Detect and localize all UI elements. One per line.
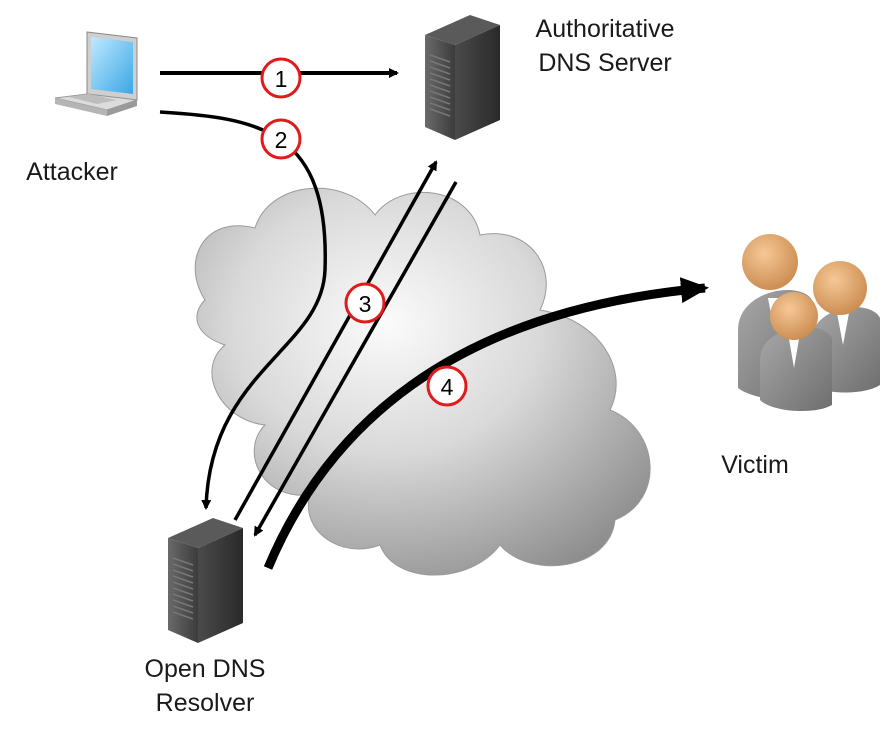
arrow-step-4	[263, 277, 709, 570]
resolver-label-line2: Resolver	[155, 689, 255, 717]
resolver-label: Open DNS Resolver	[115, 652, 295, 720]
victim-label: Victim	[700, 448, 810, 482]
step-badge-4: 4	[426, 365, 468, 407]
laptop-icon	[54, 31, 138, 116]
arrow-step-3-up	[233, 160, 438, 521]
step-badge-3: 3	[344, 282, 386, 324]
auth-server-label-line2: DNS Server	[538, 49, 672, 77]
resolver-label-line1: Open DNS	[144, 655, 266, 683]
step-number: 1	[275, 66, 288, 92]
victim-label-text: Victim	[721, 451, 789, 479]
step-badge-2: 2	[260, 118, 302, 160]
user-group-icon	[738, 234, 880, 412]
arrow-step-2	[159, 110, 327, 510]
auth-server-label-line1: Authoritative	[535, 15, 675, 43]
attacker-label-text: Attacker	[26, 158, 118, 186]
step-number: 4	[441, 374, 454, 400]
auth-server-label: Authoritative DNS Server	[500, 12, 710, 80]
step-number: 3	[359, 291, 372, 317]
attacker-label: Attacker	[12, 155, 132, 189]
victim-person-front	[760, 292, 832, 412]
arrow-step-3-down	[253, 181, 458, 537]
arrows	[159, 68, 709, 570]
step-badge-1: 1	[260, 57, 302, 99]
server-tower-icon	[425, 15, 500, 140]
step-number: 2	[275, 127, 288, 153]
server-tower-icon	[168, 518, 243, 643]
